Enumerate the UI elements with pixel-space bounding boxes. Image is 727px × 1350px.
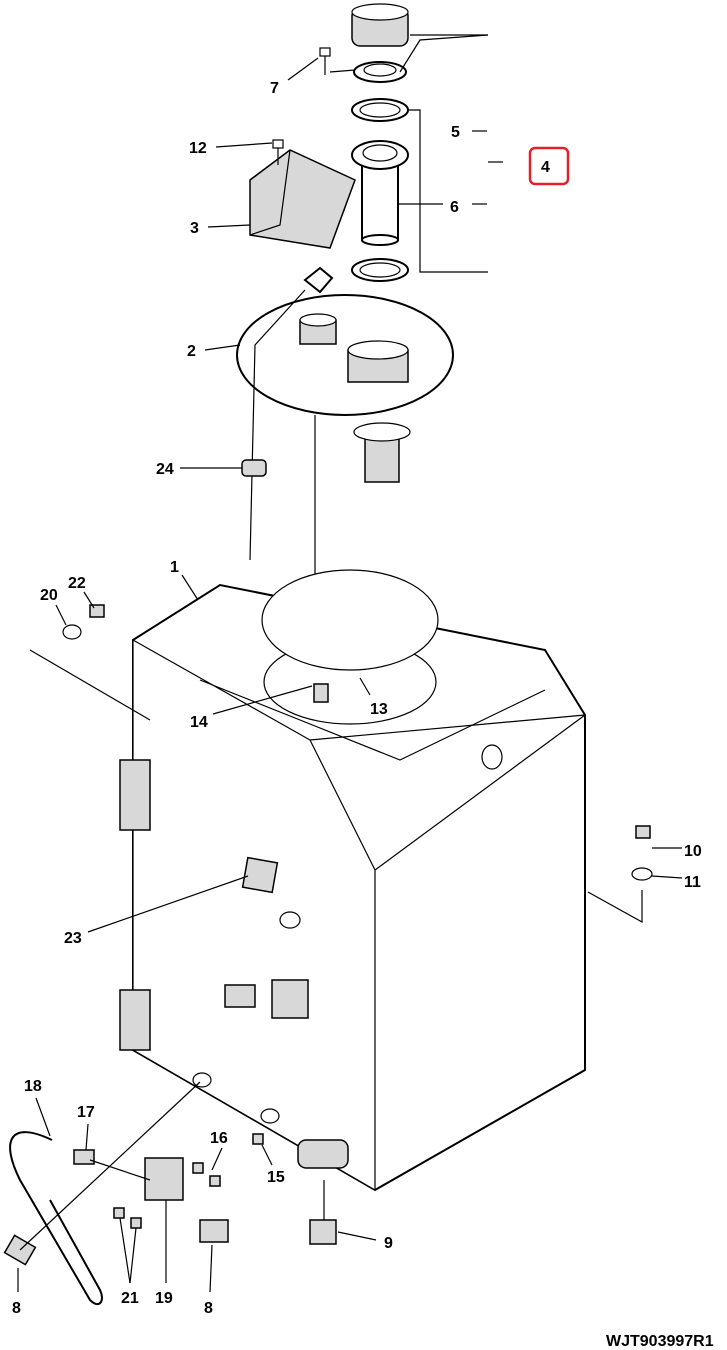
filler-cap <box>351 3 409 83</box>
callout-9: 9 <box>384 1235 393 1252</box>
fitting-17 <box>73 1149 95 1165</box>
gasket-upper <box>351 98 409 122</box>
fitting-9 <box>309 1219 337 1245</box>
callout-19: 19 <box>155 1290 173 1307</box>
callout-6: 6 <box>450 199 459 216</box>
washer-20 <box>62 624 82 640</box>
screw-12 <box>272 139 284 165</box>
plug-15 <box>252 1133 264 1145</box>
figure-id: WJT903997R1 <box>606 1333 714 1350</box>
callout-4[interactable]: 4 <box>541 159 550 176</box>
callout-10: 10 <box>684 843 702 860</box>
plug-16 <box>192 1162 204 1174</box>
sender-plate <box>236 294 454 416</box>
callout-18: 18 <box>24 1078 42 1095</box>
washer-11 <box>631 867 653 881</box>
callout-14: 14 <box>190 714 208 731</box>
cover <box>249 149 356 249</box>
callout-23: 23 <box>64 930 82 947</box>
callout-21: 21 <box>121 1290 139 1307</box>
bolt-10 <box>635 825 651 839</box>
callout-2: 2 <box>187 343 196 360</box>
callout-15: 15 <box>267 1169 285 1186</box>
callout-17: 17 <box>77 1104 95 1121</box>
callout-20: 20 <box>40 587 58 604</box>
callout-24: 24 <box>156 461 174 478</box>
screw-21a <box>113 1207 125 1219</box>
screw-7 <box>319 47 331 75</box>
callout-1: 1 <box>170 559 179 576</box>
callout-3: 3 <box>190 220 199 237</box>
elbow-8-right <box>199 1219 229 1243</box>
callout-8-right: 8 <box>204 1300 213 1317</box>
gasket-lower <box>351 258 409 282</box>
valve-19 <box>144 1157 184 1201</box>
callout-5: 5 <box>451 124 460 141</box>
highlight-box <box>528 146 570 186</box>
screw-21b <box>130 1217 142 1229</box>
bolt-22 <box>89 604 105 618</box>
leader-lines <box>17 34 683 1293</box>
callout-22: 22 <box>68 575 86 592</box>
hose-18 <box>9 1131 103 1306</box>
callout-11: 11 <box>684 874 701 891</box>
callout-16: 16 <box>210 1130 228 1147</box>
callout-7: 7 <box>270 80 279 97</box>
fuel-tank <box>119 569 586 1192</box>
callout-13: 13 <box>370 701 388 718</box>
callout-8-left: 8 <box>12 1300 21 1317</box>
filler-neck <box>351 140 409 246</box>
callout-12: 12 <box>189 140 207 157</box>
callout-labels: 7 5 4 12 6 3 2 24 1 22 20 14 13 10 11 23… <box>12 80 714 1350</box>
plug-16b <box>209 1175 221 1187</box>
